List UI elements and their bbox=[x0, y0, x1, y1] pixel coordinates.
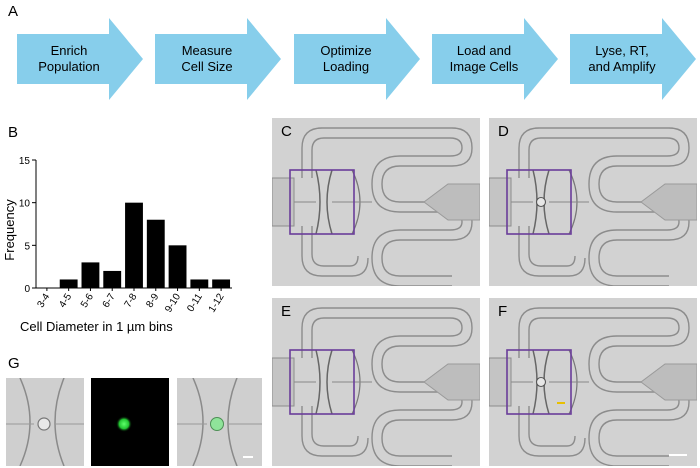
bar-9-10 bbox=[168, 245, 187, 288]
x-tick-label: 5-6 bbox=[79, 291, 96, 309]
x-tick-label: 1-12 bbox=[207, 291, 227, 314]
scale-bar bbox=[669, 454, 687, 456]
trapped-cell bbox=[535, 196, 547, 208]
x-tick-label: 9-10 bbox=[163, 291, 183, 314]
panel-label-a: A bbox=[8, 3, 19, 20]
y-tick-label: 0 bbox=[24, 284, 30, 295]
panel-label-g: G bbox=[8, 355, 20, 372]
micrograph-f: F bbox=[489, 298, 697, 466]
workflow-arrow bbox=[155, 18, 281, 100]
trap-highlight-box bbox=[506, 169, 572, 235]
workflow-arrow bbox=[17, 18, 143, 100]
micrograph-g-fluorescence bbox=[91, 378, 169, 466]
micrograph-c: C bbox=[272, 118, 480, 286]
workflow-step-line2: Image Cells bbox=[450, 59, 519, 74]
chip-channels bbox=[272, 307, 480, 466]
chart-ylabel: Frequency bbox=[2, 199, 17, 261]
workflow-step-line1: Optimize bbox=[320, 43, 371, 58]
x-tick-label: 4-5 bbox=[57, 291, 74, 309]
panel-label-e: E bbox=[281, 303, 292, 320]
panel-label-c: C bbox=[281, 123, 292, 140]
bar-6-7 bbox=[103, 270, 122, 288]
trapped-cell bbox=[535, 376, 547, 388]
bar-5-6 bbox=[81, 262, 100, 288]
y-tick-label: 15 bbox=[19, 156, 31, 167]
workflow-step-line2: Loading bbox=[323, 59, 369, 74]
scale-bar bbox=[243, 456, 253, 458]
workflow-step-line2: Population bbox=[38, 59, 99, 74]
workflow-arrow bbox=[570, 18, 696, 100]
bar-11-12 bbox=[212, 279, 231, 288]
trap-highlight-box bbox=[506, 349, 572, 415]
bar-7-8 bbox=[125, 202, 143, 288]
panel-label-f: F bbox=[498, 303, 508, 320]
workflow-step-line2: and Amplify bbox=[588, 59, 656, 74]
x-tick-label: 6-7 bbox=[101, 291, 118, 309]
scale-bar-inset bbox=[557, 402, 565, 404]
bar-4-5 bbox=[59, 279, 78, 288]
bar-8-9 bbox=[146, 219, 165, 288]
x-tick-label: 8-9 bbox=[144, 291, 161, 309]
micrograph-e: E bbox=[272, 298, 480, 466]
trap-highlight-box bbox=[289, 169, 355, 235]
workflow-arrow bbox=[294, 18, 420, 100]
micrograph-d: D bbox=[489, 118, 697, 286]
trap-highlight-box bbox=[289, 349, 355, 415]
micrograph-g-brightfield bbox=[6, 378, 84, 466]
micrograph-g-merged bbox=[177, 378, 262, 466]
chip-channels bbox=[489, 307, 697, 466]
bar-10-11 bbox=[190, 279, 209, 288]
workflow-step-5: Lyse, RT,and Amplify bbox=[570, 18, 696, 100]
x-tick-label: 3-4 bbox=[35, 291, 52, 309]
chip-channels bbox=[489, 127, 697, 286]
chart-xlabel: Cell Diameter in 1 µm bins bbox=[20, 319, 173, 334]
y-tick-label: 5 bbox=[24, 241, 30, 252]
x-tick-label: 7-8 bbox=[123, 291, 140, 309]
chip-channels bbox=[272, 127, 480, 286]
workflow-arrow bbox=[432, 18, 558, 100]
y-tick-label: 10 bbox=[19, 199, 31, 210]
workflow-step-line1: Lyse, RT, bbox=[595, 43, 648, 58]
panel-label-b: B bbox=[8, 124, 19, 141]
panel-label-d: D bbox=[498, 123, 509, 140]
x-tick-label: 0-11 bbox=[185, 291, 205, 314]
workflow-step-line1: Load and bbox=[457, 43, 511, 58]
workflow-step-line1: Measure bbox=[182, 43, 233, 58]
workflow-step-line2: Cell Size bbox=[181, 59, 232, 74]
workflow-step-line1: Enrich bbox=[51, 43, 88, 58]
